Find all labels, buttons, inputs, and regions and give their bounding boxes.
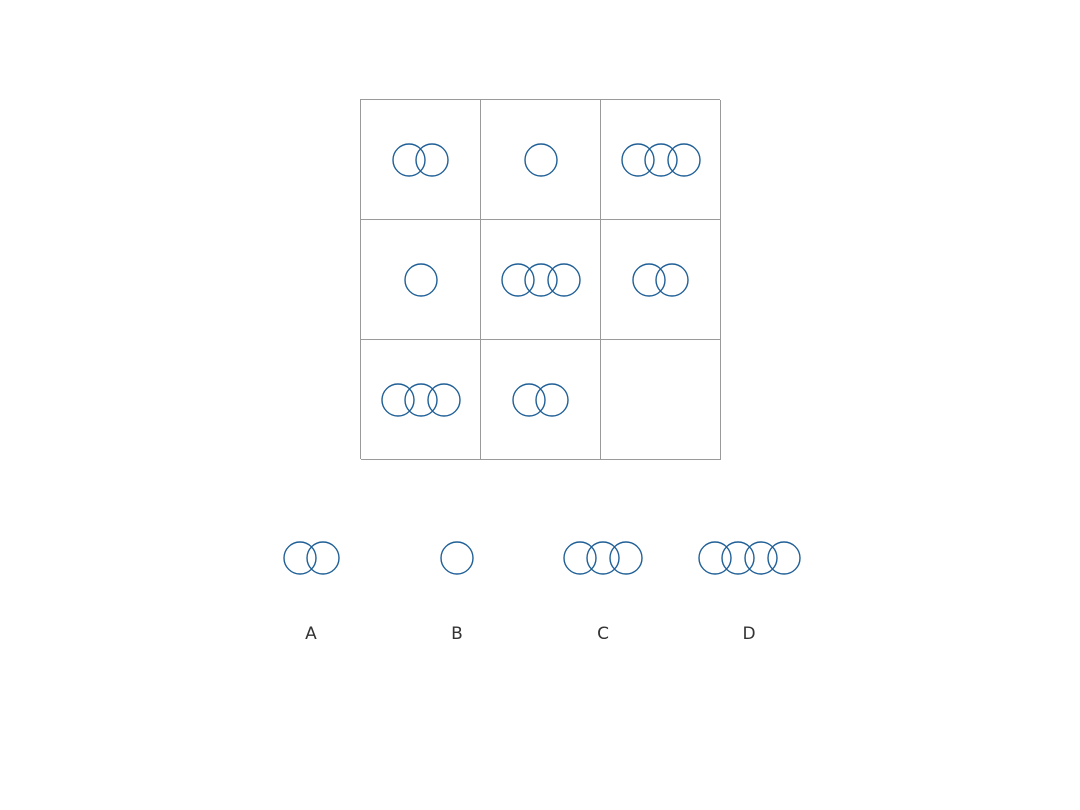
ring-icon <box>766 541 801 575</box>
ring-icon <box>282 541 317 575</box>
ring-icon <box>305 541 340 575</box>
ring-icon <box>523 142 558 177</box>
ring-icon <box>380 382 415 417</box>
ring-icon <box>743 541 778 575</box>
ring-group <box>563 541 643 575</box>
grid-cell-missing <box>601 340 721 460</box>
option-d-label: D <box>742 624 756 644</box>
option-d-figure <box>697 541 801 575</box>
ring-icon <box>666 142 701 177</box>
ring-icon <box>586 541 620 575</box>
ring-icon <box>403 262 438 297</box>
ring-group <box>380 382 461 417</box>
ring-icon <box>563 541 597 575</box>
option-c-label: C <box>597 624 609 644</box>
ring-group <box>632 262 689 297</box>
ring-icon <box>500 262 535 297</box>
ring-group <box>697 541 801 575</box>
grid-cell-2 <box>481 100 601 220</box>
grid-cell-8 <box>481 340 601 460</box>
grid-cell-3 <box>601 100 721 220</box>
grid-cell-7 <box>361 340 481 460</box>
option-a-label: A <box>305 624 317 644</box>
ring-group <box>392 142 449 177</box>
ring-icon <box>720 541 755 575</box>
ring-group <box>523 142 558 177</box>
grid-cell-4 <box>361 220 481 340</box>
ring-icon <box>632 262 666 297</box>
ring-group <box>403 262 438 297</box>
grid-cell-6 <box>601 220 721 340</box>
ring-icon <box>697 541 732 575</box>
ring-icon <box>523 262 558 297</box>
ring-icon <box>512 382 546 417</box>
ring-group <box>440 541 474 575</box>
option-b-label: B <box>451 624 463 644</box>
grid-cell-5 <box>481 220 601 340</box>
grid-cell-1 <box>361 100 481 220</box>
ring-icon <box>655 262 689 297</box>
ring-icon <box>392 142 426 177</box>
option-a-figure <box>282 541 340 575</box>
ring-group <box>512 382 569 417</box>
ring-icon <box>535 382 569 417</box>
ring-icon <box>643 142 678 177</box>
ring-group <box>282 541 340 575</box>
ring-group <box>500 262 581 297</box>
ring-icon <box>415 142 449 177</box>
option-c-figure <box>563 541 643 575</box>
ring-group <box>620 142 701 177</box>
ring-icon <box>620 142 655 177</box>
option-b-figure <box>440 541 474 575</box>
ring-icon <box>403 382 438 417</box>
ring-icon <box>426 382 461 417</box>
ring-icon <box>440 541 474 575</box>
ring-icon <box>609 541 643 575</box>
ring-icon <box>546 262 581 297</box>
puzzle-grid <box>360 99 721 460</box>
